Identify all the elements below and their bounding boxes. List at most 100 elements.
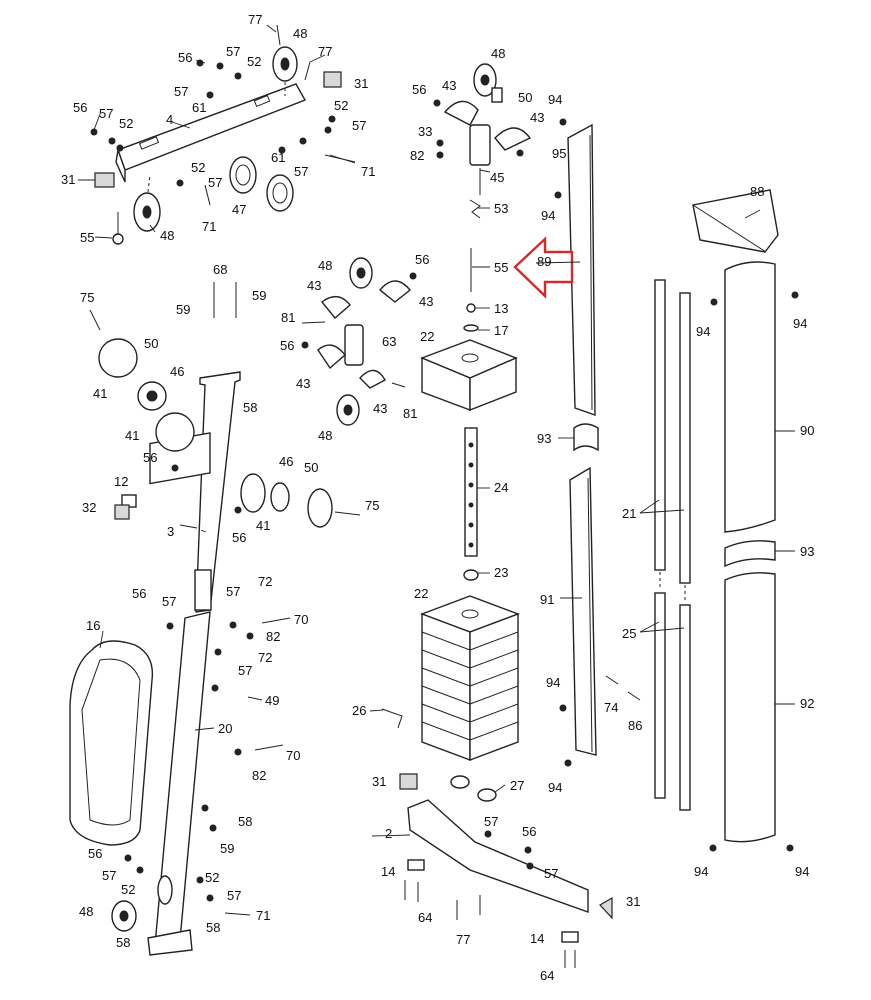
label-93: 93 <box>800 544 814 559</box>
selector-rod-24 <box>464 427 478 557</box>
top-cap-88 <box>692 189 779 253</box>
cap-93-a <box>573 423 599 452</box>
label-56: 56 <box>415 252 429 267</box>
label-32: 32 <box>82 500 96 515</box>
label-94: 94 <box>546 675 560 690</box>
label-53: 53 <box>494 201 508 216</box>
label-94: 94 <box>548 92 562 107</box>
endcap-32 <box>114 504 130 520</box>
label-74: 74 <box>604 700 618 715</box>
label-43: 43 <box>296 376 310 391</box>
shroud-91 <box>569 466 597 756</box>
label-71: 71 <box>256 908 270 923</box>
label-77: 77 <box>248 12 262 27</box>
label-48: 48 <box>79 904 93 919</box>
label-49: 49 <box>265 693 279 708</box>
upright-25-b <box>679 604 691 811</box>
label-50: 50 <box>304 460 318 475</box>
label-26: 26 <box>352 703 366 718</box>
label-89: 89 <box>537 254 551 269</box>
label-4: 4 <box>166 112 173 127</box>
rear-uprights <box>605 279 799 811</box>
label-61: 61 <box>192 100 206 115</box>
clip-50 <box>491 87 503 103</box>
endcap-31-c <box>399 773 418 790</box>
label-47: 47 <box>232 202 246 217</box>
label-43: 43 <box>442 78 456 93</box>
label-31: 31 <box>61 172 75 187</box>
label-57: 57 <box>226 584 240 599</box>
upright-25-a <box>654 592 666 799</box>
label-3: 3 <box>167 524 174 539</box>
weight-stack <box>381 248 613 968</box>
label-56: 56 <box>280 338 294 353</box>
plate-63 <box>344 324 364 366</box>
label-81: 81 <box>403 406 417 421</box>
label-86: 86 <box>628 718 642 733</box>
label-22: 22 <box>420 329 434 344</box>
label-48: 48 <box>160 228 174 243</box>
label-94: 94 <box>694 864 708 879</box>
label-16: 16 <box>86 618 100 633</box>
main-frame-assembly <box>69 282 361 956</box>
endcap-31-d <box>599 896 613 920</box>
bracket-14-b <box>561 931 579 943</box>
label-52: 52 <box>121 882 135 897</box>
label-57: 57 <box>544 866 558 881</box>
side-plate-43-a <box>443 100 479 126</box>
base-frame-2 <box>407 799 589 913</box>
label-77: 77 <box>456 932 470 947</box>
label-14: 14 <box>530 931 544 946</box>
label-48: 48 <box>318 428 332 443</box>
label-52: 52 <box>191 160 205 175</box>
label-41: 41 <box>125 428 139 443</box>
label-43: 43 <box>419 294 433 309</box>
label-14: 14 <box>381 864 395 879</box>
label-56: 56 <box>522 824 536 839</box>
label-46: 46 <box>170 364 184 379</box>
label-24: 24 <box>494 480 508 495</box>
label-71: 71 <box>202 219 216 234</box>
label-27: 27 <box>510 778 524 793</box>
bracket-45 <box>469 124 491 166</box>
rear-shrouds <box>692 189 794 852</box>
label-48: 48 <box>318 258 332 273</box>
label-25: 25 <box>622 626 636 641</box>
label-91: 91 <box>540 592 554 607</box>
label-92: 92 <box>800 696 814 711</box>
label-56: 56 <box>73 100 87 115</box>
label-31: 31 <box>372 774 386 789</box>
label-57: 57 <box>99 106 113 121</box>
label-57: 57 <box>102 868 116 883</box>
label-57: 57 <box>227 888 241 903</box>
label-58: 58 <box>206 920 220 935</box>
label-57: 57 <box>238 663 252 678</box>
bracket-14-a <box>407 859 425 871</box>
label-58: 58 <box>238 814 252 829</box>
shroud-89 <box>567 123 596 416</box>
label-56: 56 <box>412 82 426 97</box>
label-20: 20 <box>218 721 232 736</box>
label-17: 17 <box>494 323 508 338</box>
label-71: 71 <box>361 164 375 179</box>
middle-pulley-assembly <box>301 257 417 426</box>
label-31: 31 <box>626 894 640 909</box>
highlight-arrow <box>513 236 574 299</box>
label-70: 70 <box>286 748 300 763</box>
label-70: 70 <box>294 612 308 627</box>
label-68: 68 <box>213 262 227 277</box>
leader-lines <box>78 24 795 837</box>
label-41: 41 <box>93 386 107 401</box>
label-43: 43 <box>530 110 544 125</box>
label-75: 75 <box>80 290 94 305</box>
label-82: 82 <box>266 629 280 644</box>
seat-pad-16 <box>69 640 154 846</box>
side-plate-43-b <box>494 127 532 151</box>
label-59: 59 <box>176 302 190 317</box>
endcap-31-b <box>94 172 115 188</box>
upper-frame-assembly <box>90 24 356 245</box>
label-82: 82 <box>252 768 266 783</box>
label-13: 13 <box>494 301 508 316</box>
pulley-47-b <box>266 174 294 212</box>
